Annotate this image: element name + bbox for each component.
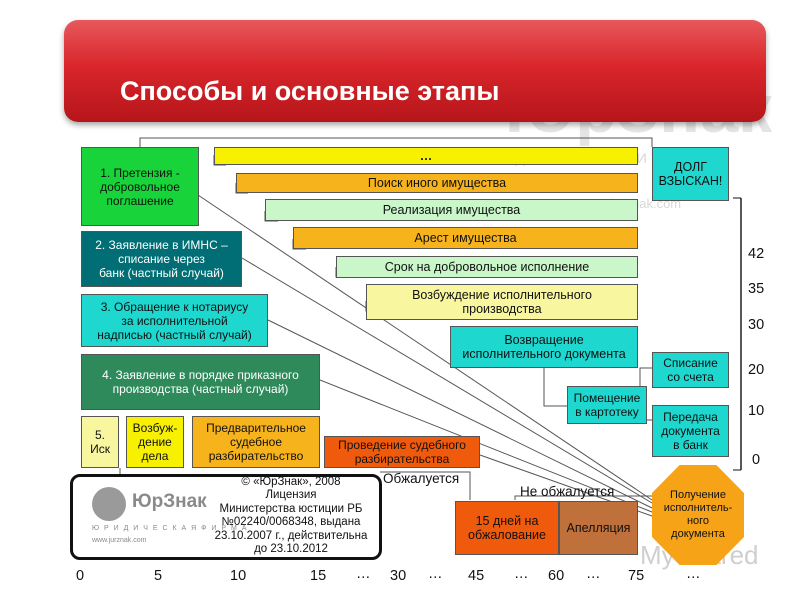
bottom-scale-ellipsis-3: … — [514, 566, 529, 582]
method-order-proceedings: 4. Заявление в порядке приказного произв… — [81, 354, 320, 410]
stage-voluntary-term: Срок на добровольное исполнение — [336, 256, 638, 278]
bottom-scale-30: 30 — [390, 568, 407, 584]
court-preliminary: Предварительное судебное разбирательство — [192, 416, 320, 468]
debt-collected: ДОЛГ ВЗЫСКАН! — [652, 147, 729, 201]
stage-search-property: Поиск иного имущества — [236, 173, 638, 193]
bottom-scale-ellipsis-2: … — [428, 566, 443, 582]
method-tax-inspection: 2. Заявление в ИМНС – списание через бан… — [81, 231, 242, 287]
receipt-text: Получение исполнитель- ного документа — [663, 489, 733, 540]
bottom-scale-75: 75 — [628, 568, 645, 584]
right-scale-42: 42 — [748, 246, 765, 262]
logo-icon — [92, 487, 126, 521]
right-scale-30: 30 — [748, 317, 765, 333]
stage-sale-property: Реализация имущества — [265, 199, 638, 221]
bank-cartoteka: Помещение в картотеку — [567, 386, 647, 424]
logo-url: www.jurznak.com — [92, 537, 147, 544]
bottom-scale-ellipsis-1: … — [356, 566, 371, 582]
right-scale-35: 35 — [748, 281, 765, 297]
right-scale-10: 10 — [748, 403, 765, 419]
method-notary: 3. Обращение к нотариусу за исполнительн… — [81, 294, 268, 347]
method-pretension: 1. Претензия - добровольное поглашение — [81, 147, 199, 226]
appealed-label: Обжалуется — [383, 471, 460, 486]
bottom-scale-60: 60 — [548, 568, 565, 584]
bottom-scale-10: 10 — [230, 568, 247, 584]
not-appealed-label: Не обжалуется — [520, 484, 615, 499]
bank-transfer: Передача документа в банк — [652, 405, 729, 457]
bank-writeoff: Списание со счета — [652, 352, 729, 388]
bottom-scale-0: 0 — [76, 568, 85, 584]
right-scale-20: 20 — [748, 362, 765, 378]
bottom-scale-15: 15 — [310, 568, 327, 584]
bottom-scale-ellipsis-4: … — [586, 566, 601, 582]
receipt-octagon — [652, 465, 744, 565]
top-bracket-line — [139, 137, 653, 147]
logo-name: ЮрЗнак — [132, 491, 207, 512]
right-scale-0: 0 — [752, 452, 761, 468]
bottom-scale-45: 45 — [468, 568, 485, 584]
license-text: © «ЮрЗнак», 2008 Лицензия Министерства ю… — [214, 476, 368, 556]
fifteen-days-box: 15 дней на обжалование — [455, 501, 559, 555]
court-claim: 5. Иск — [81, 416, 119, 468]
logo-subtitle: Ю Р И Д И Ч Е С К А Я Ф И Р М А — [92, 525, 248, 532]
license-box — [70, 474, 382, 560]
bottom-scale-5: 5 — [154, 568, 163, 584]
stage-return-document: Возвращение исполнительного документа — [450, 326, 638, 368]
court-hearing: Проведение судебного разбирательства — [324, 436, 480, 468]
title-banner — [64, 20, 766, 122]
stage-ellipsis: … — [214, 147, 638, 165]
court-initiation: Возбуж- дение дела — [126, 416, 184, 468]
stage-initiation-enforcement: Возбуждение исполнительного производства — [366, 284, 638, 320]
stage-arrest-property: Арест имущества — [293, 227, 638, 249]
bottom-scale-ellipsis-5: … — [686, 566, 701, 582]
title-line-1: Способы и основные этапы — [120, 76, 500, 106]
appeal-box: Апелляция — [559, 501, 638, 555]
